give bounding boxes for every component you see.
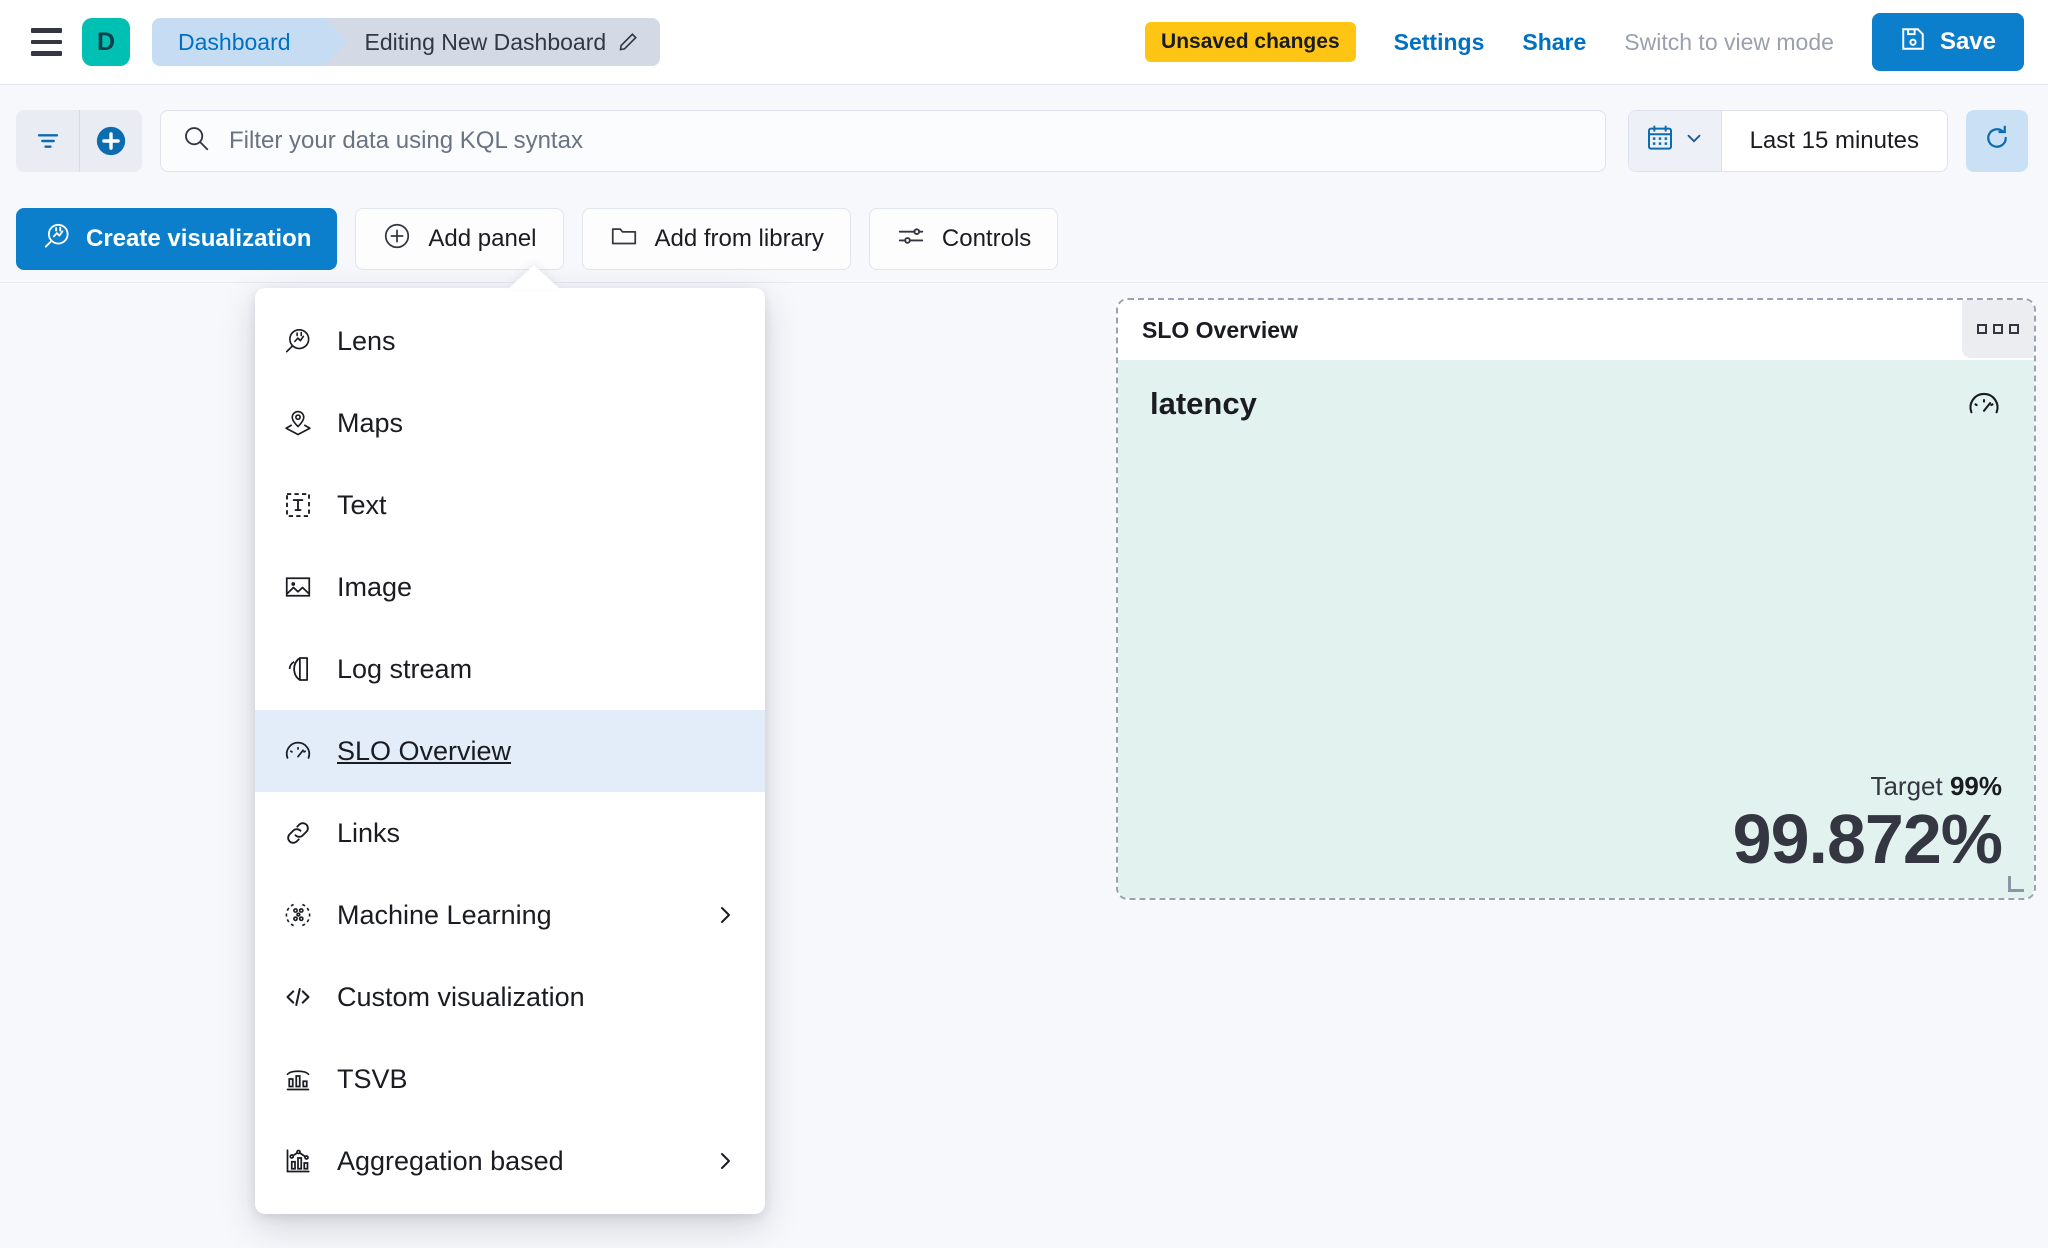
save-button[interactable]: Save — [1871, 13, 2024, 71]
menu-item-custom-visualization[interactable]: Custom visualization — [255, 956, 765, 1038]
breadcrumb-editing-label: Editing New Dashboard — [364, 28, 607, 55]
menu-item-log-stream[interactable]: Log stream — [255, 628, 765, 710]
menu-item-label: Image — [337, 571, 413, 602]
slo-target-value: 99% — [1949, 771, 2002, 801]
slo-metric-name: latency — [1150, 386, 1257, 421]
map-marker-icon — [283, 408, 313, 438]
slo-target-label: Target — [1870, 771, 1943, 801]
hamburger-menu-icon[interactable] — [24, 20, 68, 64]
save-disk-icon — [1900, 26, 1926, 59]
create-visualization-button[interactable]: Create visualization — [16, 208, 338, 270]
menu-item-label: Links — [337, 817, 401, 848]
panel-body-top: latency — [1150, 386, 2002, 422]
menu-item-image[interactable]: Image — [255, 546, 765, 628]
switch-to-view-mode-link[interactable]: Switch to view mode — [1624, 28, 1834, 55]
menu-item-label: Custom visualization — [337, 981, 585, 1012]
add-panel-button[interactable]: Add panel — [355, 208, 564, 270]
controls-button[interactable]: Controls — [868, 208, 1059, 270]
dashboard-toolbar: Create visualization Add panel Add from … — [0, 196, 2048, 282]
dashboard-panel-slo-overview[interactable]: SLO Overview latency Target 99% 99.872% — [1116, 298, 2036, 900]
menu-item-slo-overview[interactable]: SLO Overview — [255, 710, 765, 792]
menu-item-links[interactable]: Links — [255, 792, 765, 874]
link-icon — [283, 818, 313, 848]
search-input[interactable]: Filter your data using KQL syntax — [160, 109, 1606, 172]
ml-icon — [283, 900, 313, 930]
panel-header: SLO Overview — [1118, 300, 2034, 360]
breadcrumb-item-dashboard[interactable]: Dashboard — [152, 18, 348, 66]
create-visualization-label: Create visualization — [86, 225, 312, 252]
pencil-icon[interactable] — [618, 32, 638, 52]
share-link[interactable]: Share — [1522, 28, 1587, 55]
breadcrumb: Dashboard Editing New Dashboard — [152, 18, 661, 66]
hamburger-bar — [30, 28, 62, 33]
image-icon — [283, 572, 313, 602]
save-button-label: Save — [1939, 28, 1996, 55]
hamburger-bar — [30, 39, 62, 45]
slo-target-row: Target 99% — [1150, 771, 2002, 802]
menu-item-lens[interactable]: Lens — [255, 300, 765, 382]
text-box-icon — [283, 490, 313, 520]
menu-item-label: Machine Learning — [337, 899, 552, 930]
resize-corner-icon[interactable] — [2008, 876, 2024, 892]
menu-item-aggregation-based[interactable]: Aggregation based — [255, 1120, 765, 1202]
status-badge-unsaved-changes[interactable]: Unsaved changes — [1145, 22, 1356, 62]
controls-label: Controls — [941, 225, 1032, 252]
date-picker-range-value[interactable]: Last 15 minutes — [1721, 110, 1947, 171]
grid-dots-icon — [2009, 324, 2019, 334]
add-circle-icon[interactable] — [79, 109, 142, 172]
menu-item-label: TSVB — [337, 1063, 408, 1094]
lens-icon — [42, 221, 72, 258]
grid-dots-icon — [1977, 324, 1987, 334]
search-input-placeholder: Filter your data using KQL syntax — [229, 126, 583, 154]
query-bar: Filter your data using KQL syntax — [0, 84, 2048, 196]
menu-item-label: Log stream — [337, 653, 473, 684]
menu-item-maps[interactable]: Maps — [255, 382, 765, 464]
top-header: D Dashboard Editing New Dashboard Unsave… — [0, 0, 2048, 84]
filter-icon[interactable] — [16, 109, 79, 172]
hamburger-bar — [30, 51, 62, 56]
folder-icon — [609, 221, 639, 258]
chevron-down-icon — [1683, 127, 1705, 154]
add-from-library-button[interactable]: Add from library — [581, 208, 851, 270]
popover-arrow — [508, 265, 560, 289]
menu-item-label: Lens — [337, 325, 396, 356]
filter-button-group — [16, 109, 142, 172]
gauge-icon — [283, 736, 313, 766]
add-from-library-label: Add from library — [654, 225, 824, 252]
app-badge[interactable]: D — [82, 18, 130, 66]
calendar-icon — [1645, 123, 1675, 158]
refresh-button[interactable] — [1966, 109, 2028, 172]
grid-dots-icon — [1993, 324, 2003, 334]
log-stream-icon — [283, 654, 313, 684]
date-picker: Last 15 minutes — [1627, 109, 1948, 172]
menu-item-label: SLO Overview — [337, 735, 512, 766]
controls-sliders-icon — [896, 221, 926, 258]
menu-item-tsvb[interactable]: TSVB — [255, 1038, 765, 1120]
tsvb-icon — [283, 1064, 313, 1094]
lens-icon — [283, 326, 313, 356]
menu-item-text[interactable]: Text — [255, 464, 765, 546]
settings-link[interactable]: Settings — [1393, 28, 1485, 55]
panel-body: latency Target 99% 99.872% — [1118, 360, 2034, 898]
chevron-right-icon — [713, 1149, 737, 1173]
menu-item-label: Text — [337, 489, 387, 520]
menu-item-machine-learning[interactable]: Machine Learning — [255, 874, 765, 956]
refresh-icon — [1982, 123, 2012, 158]
agg-chart-icon — [283, 1146, 313, 1176]
chevron-right-icon — [713, 903, 737, 927]
date-picker-quick-select[interactable] — [1628, 110, 1722, 171]
search-icon — [181, 123, 211, 158]
panel-title: SLO Overview — [1142, 316, 1298, 343]
add-panel-label: Add panel — [428, 225, 537, 252]
panel-context-menu-button[interactable] — [1962, 300, 2034, 358]
plus-circle-icon — [382, 221, 412, 258]
gauge-icon — [1966, 386, 2002, 422]
slo-sli-value: 99.872% — [1732, 800, 2003, 878]
menu-item-label: Maps — [337, 407, 404, 438]
menu-item-label: Aggregation based — [337, 1145, 564, 1176]
code-icon — [283, 982, 313, 1012]
breadcrumb-item-editing[interactable]: Editing New Dashboard — [324, 18, 661, 66]
slo-footer: Target 99% 99.872% — [1150, 771, 2003, 878]
